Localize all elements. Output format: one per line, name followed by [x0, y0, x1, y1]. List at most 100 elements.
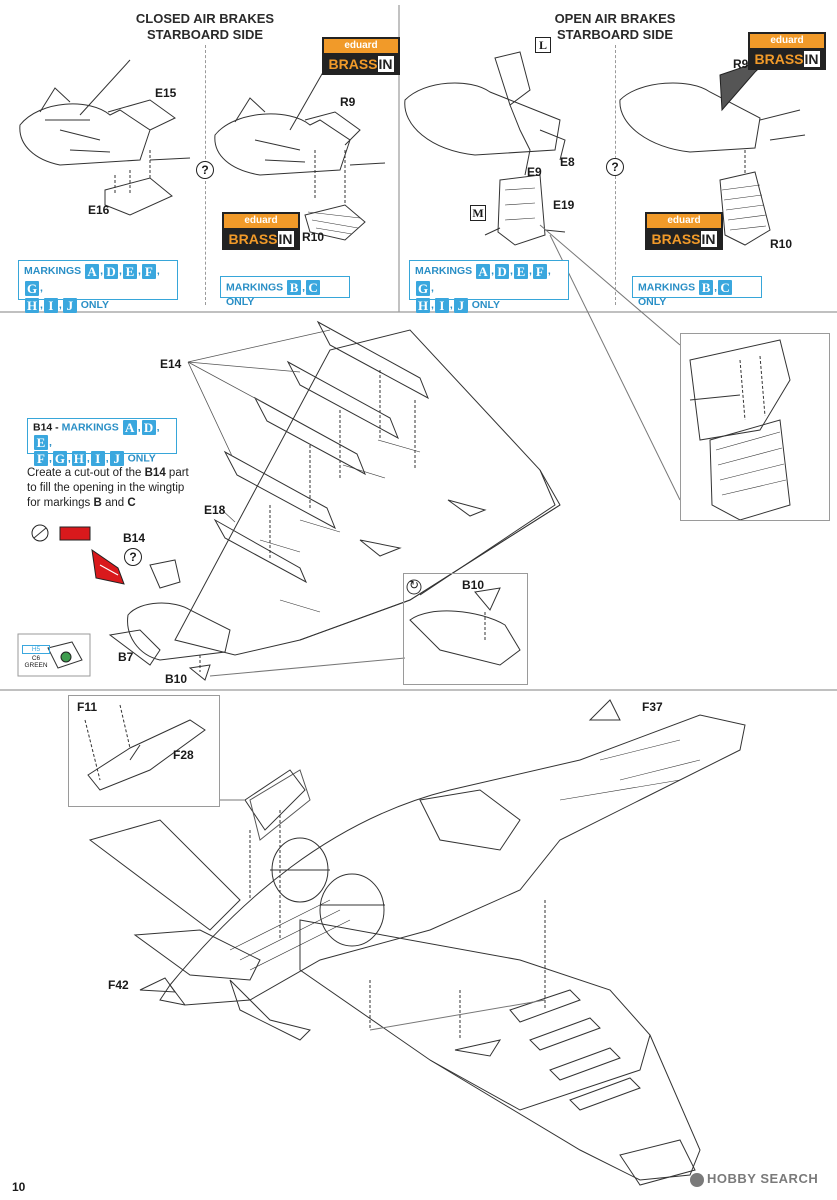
brassin-logo-main: BRASS: [228, 231, 278, 247]
part-label-f28: F28: [173, 748, 194, 762]
markings-prefix: MARKINGS: [61, 421, 119, 434]
brassin-logo: eduard BRASSIN: [222, 212, 300, 250]
paint-callout: H5 C6 GREEN: [22, 645, 50, 669]
part-label-f42: F42: [108, 978, 129, 992]
note-marking-ref: B: [93, 497, 102, 509]
part-label-b7: B7: [118, 650, 134, 664]
open-title-line2: STARBOARD SIDE: [556, 27, 674, 42]
part-label-f11: F11: [77, 700, 98, 714]
page-number: 10: [12, 1180, 26, 1194]
marking-letter: H: [25, 297, 39, 313]
part-label-b10-inset: B10: [462, 578, 485, 592]
part-label-e18: E18: [204, 503, 226, 517]
brassin-logo-main: BRASS: [328, 56, 378, 72]
note-text: Create a cut-out of the: [27, 467, 145, 479]
markings-suffix: ONLY: [226, 296, 255, 308]
brassin-logo-top: eduard: [748, 32, 826, 48]
markings-suffix: ONLY: [80, 299, 109, 311]
marking-letter: F: [34, 450, 48, 466]
marking-letter: I: [43, 297, 58, 313]
brassin-logo-in: IN: [700, 231, 717, 247]
part-label-b10: B10: [165, 672, 188, 686]
note-marking-ref: C: [127, 497, 136, 509]
question-icon: ?: [606, 158, 624, 176]
marking-letter: A: [122, 420, 137, 435]
watermark: HOBBY SEARCH: [690, 1171, 818, 1187]
marking-letter: A: [476, 263, 491, 279]
watermark-logo-icon: [690, 1172, 704, 1187]
marking-letter: I: [434, 297, 449, 313]
part-label-f37: F37: [642, 700, 663, 714]
markings-prefix: MARKINGS: [415, 265, 473, 277]
note-text: for markings: [27, 497, 94, 509]
brassin-logo-top: eduard: [645, 212, 723, 228]
brassin-logo-top: eduard: [322, 37, 400, 53]
paint-code-c: C6: [31, 655, 41, 662]
part-label-r10-closed: R10: [302, 230, 325, 244]
markings-prefix: MARKINGS: [24, 265, 82, 277]
reference-box-l: L: [535, 37, 551, 53]
marking-letter: E: [513, 263, 528, 279]
rotate-icon: ↻: [408, 578, 420, 592]
markings-prefix: MARKINGS: [226, 281, 284, 294]
part-label-e16: E16: [88, 203, 110, 217]
marking-letter: B: [287, 280, 302, 295]
closed-title-line1: CLOSED AIR BRAKES: [135, 11, 275, 26]
marking-letter: D: [104, 263, 119, 279]
closed-title-line2: STARBOARD SIDE: [146, 27, 264, 42]
part-label-r10-open: R10: [770, 237, 793, 251]
markings-suffix: ONLY: [127, 451, 156, 464]
markings-box-adefghij-closed: MARKINGS A,D,E,F,G, H,I,J ONLY: [18, 260, 178, 313]
note-text: to fill the opening in the wingtip: [27, 482, 185, 494]
markings-box-b14: B14 - MARKINGS A,D,E, F,G,H,I,J ONLY: [27, 418, 177, 466]
part-label-e9: E9: [527, 165, 542, 179]
cutout-note: Create a cut-out of the B14 part to fill…: [27, 466, 202, 511]
marking-letter: H: [416, 297, 430, 313]
part-label-r9-closed: R9: [340, 95, 356, 109]
markings-prefix: MARKINGS: [638, 281, 696, 294]
open-air-brakes-title: OPEN AIR BRAKES STARBOARD SIDE: [520, 11, 710, 43]
b14-prefix: B14 -: [33, 421, 59, 434]
question-icon: ?: [196, 161, 214, 179]
brassin-logo-in: IN: [377, 56, 394, 72]
marking-letter: H: [71, 450, 86, 466]
markings-box-bc-open: MARKINGS B,C ONLY: [632, 276, 762, 308]
reference-box-m: M: [470, 205, 486, 221]
marking-letter: E: [122, 263, 137, 279]
marking-letter: G: [416, 280, 430, 296]
marking-letter: A: [85, 263, 100, 279]
brassin-logo: eduard BRASSIN: [748, 32, 826, 70]
airbrake-detail-frame: [680, 333, 830, 521]
markings-box-adefghij-open: MARKINGS A,D,E,F,G, H,I,J ONLY: [409, 260, 569, 313]
marking-letter: C: [306, 280, 321, 295]
note-text: and: [101, 497, 128, 509]
marking-letter: D: [141, 420, 156, 435]
part-label-e14: E14: [160, 357, 182, 371]
watermark-text: HOBBY SEARCH: [707, 1171, 819, 1186]
note-part-ref: B14: [144, 467, 166, 479]
closed-air-brakes-title: CLOSED AIR BRAKES STARBOARD SIDE: [110, 11, 300, 43]
brassin-logo-in: IN: [277, 231, 294, 247]
marking-letter: I: [90, 450, 105, 466]
open-title-line1: OPEN AIR BRAKES: [554, 11, 676, 26]
paint-name: GREEN: [24, 662, 48, 669]
paint-code-h: H5: [22, 645, 50, 654]
part-label-e15: E15: [155, 86, 177, 100]
brassin-logo-in: IN: [803, 51, 820, 67]
marking-letter: G: [52, 450, 67, 466]
note-text: part: [165, 467, 189, 479]
marking-letter: F: [141, 263, 156, 279]
f11-detail-frame: [68, 695, 220, 807]
marking-letter: D: [495, 263, 510, 279]
marking-letter: C: [718, 280, 733, 295]
brassin-logo: eduard BRASSIN: [322, 37, 400, 75]
part-label-r9-open: R9: [733, 57, 749, 71]
marking-letter: B: [699, 280, 714, 295]
question-icon: ?: [124, 548, 142, 566]
brassin-logo: eduard BRASSIN: [645, 212, 723, 250]
b10-inset-frame: [403, 573, 528, 685]
marking-letter: J: [453, 297, 468, 313]
marking-letter: E: [34, 435, 48, 451]
marking-letter: J: [109, 450, 124, 466]
